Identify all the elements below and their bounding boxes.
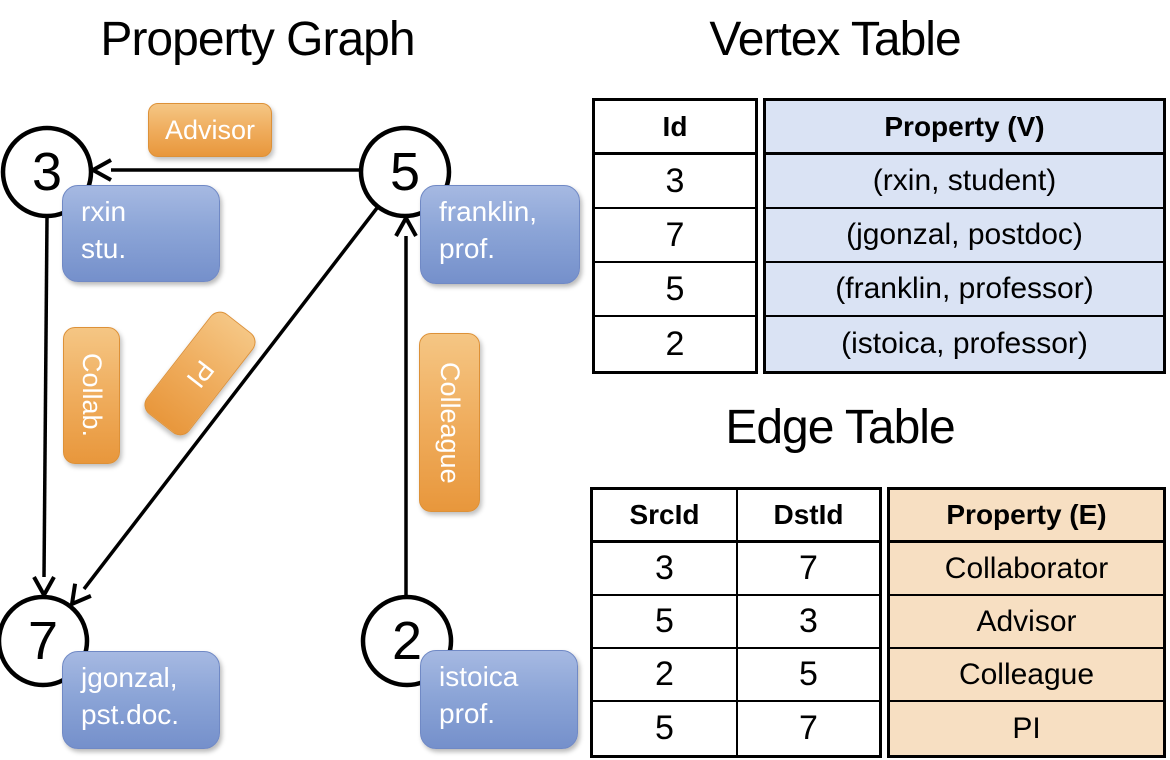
vertex-property-line: prof. — [439, 698, 496, 729]
vertex-id-5: 5 — [389, 142, 421, 202]
table-cell: (rxin, student) — [766, 155, 1163, 209]
vertex-property-line: stu. — [81, 233, 127, 264]
edge-table-id-columns: SrcId 3 5 2 5 DstId 7 3 5 7 — [590, 487, 882, 758]
edge-line-pi-5-to-7 — [82, 206, 379, 591]
table-cell: 7 — [799, 709, 818, 747]
table-cell: 5 — [595, 263, 755, 317]
vertex-property-line: istoica — [439, 661, 519, 692]
vertex-id-2: 2 — [391, 611, 423, 671]
vertex-property-line: rxin — [81, 196, 127, 227]
edge-table-title: Edge Table — [725, 401, 955, 454]
table-cell: (franklin, professor) — [766, 263, 1163, 317]
vertex-id-3: 3 — [31, 142, 63, 202]
vertex-property-box-2: istoica prof. — [420, 650, 578, 749]
edge-table-header-srcid: SrcId — [593, 490, 736, 543]
edge-label-collab: Collab. — [63, 327, 120, 464]
table-cell: 3 — [595, 155, 755, 209]
property-graph-title: Property Graph — [100, 13, 415, 66]
vertex-property-line: franklin, — [439, 196, 538, 227]
edge-label-advisor: Advisor — [148, 103, 272, 157]
table-cell: 7 — [738, 543, 879, 596]
edge-line-collab-3-to-7 — [42, 217, 49, 578]
vertex-table-header-id: Id — [595, 101, 755, 155]
arrowhead-icon — [88, 158, 112, 182]
table-cell: (jgonzal, postdoc) — [766, 209, 1163, 263]
vertex-id-7: 7 — [27, 611, 59, 671]
vertex-property-line: pst.doc. — [81, 699, 180, 730]
vertex-property-box-5: franklin, prof. — [420, 185, 580, 284]
table-cell: 2 — [593, 649, 736, 702]
arrowhead-icon — [394, 213, 418, 237]
edge-table-property-column: Property (E) Collaborator Advisor Collea… — [887, 487, 1166, 758]
table-cell: 7 — [595, 209, 755, 263]
vertex-property-box-7: jgonzal, pst.doc. — [62, 651, 220, 749]
arrowhead-icon — [32, 576, 56, 600]
vertex-table-title: Vertex Table — [709, 13, 961, 66]
vertex-table-id-column: Id 3 7 5 2 — [592, 98, 758, 374]
vertex-table-property-column: Property (V) (rxin, student) (jgonzal, p… — [763, 98, 1166, 374]
table-cell: 3 — [738, 596, 879, 649]
vertex-property-line: prof. — [439, 233, 496, 264]
edge-table-srcid-column: SrcId 3 5 2 5 — [593, 490, 736, 755]
table-cell: 2 — [665, 324, 685, 363]
table-cell: Collaborator — [890, 543, 1163, 596]
edge-table-header-dstid: DstId — [738, 490, 879, 543]
vertex-property-line: jgonzal, — [81, 662, 178, 693]
table-cell: Colleague — [890, 649, 1163, 702]
table-cell: (istoica, professor) — [841, 327, 1088, 360]
table-cell: 5 — [593, 596, 736, 649]
table-cell: 5 — [655, 709, 674, 747]
edge-label-colleague: Colleague — [419, 333, 480, 512]
edge-table-header-property: Property (E) — [890, 490, 1163, 543]
table-cell: PI — [1012, 711, 1041, 745]
table-cell: 5 — [738, 649, 879, 702]
table-cell: 3 — [593, 543, 736, 596]
vertex-table-header-property: Property (V) — [766, 101, 1163, 155]
arrowhead-icon — [69, 583, 92, 608]
edge-table-dstid-column: DstId 7 3 5 7 — [736, 490, 879, 755]
vertex-property-box-3: rxin stu. — [62, 185, 220, 282]
table-cell: Advisor — [890, 596, 1163, 649]
